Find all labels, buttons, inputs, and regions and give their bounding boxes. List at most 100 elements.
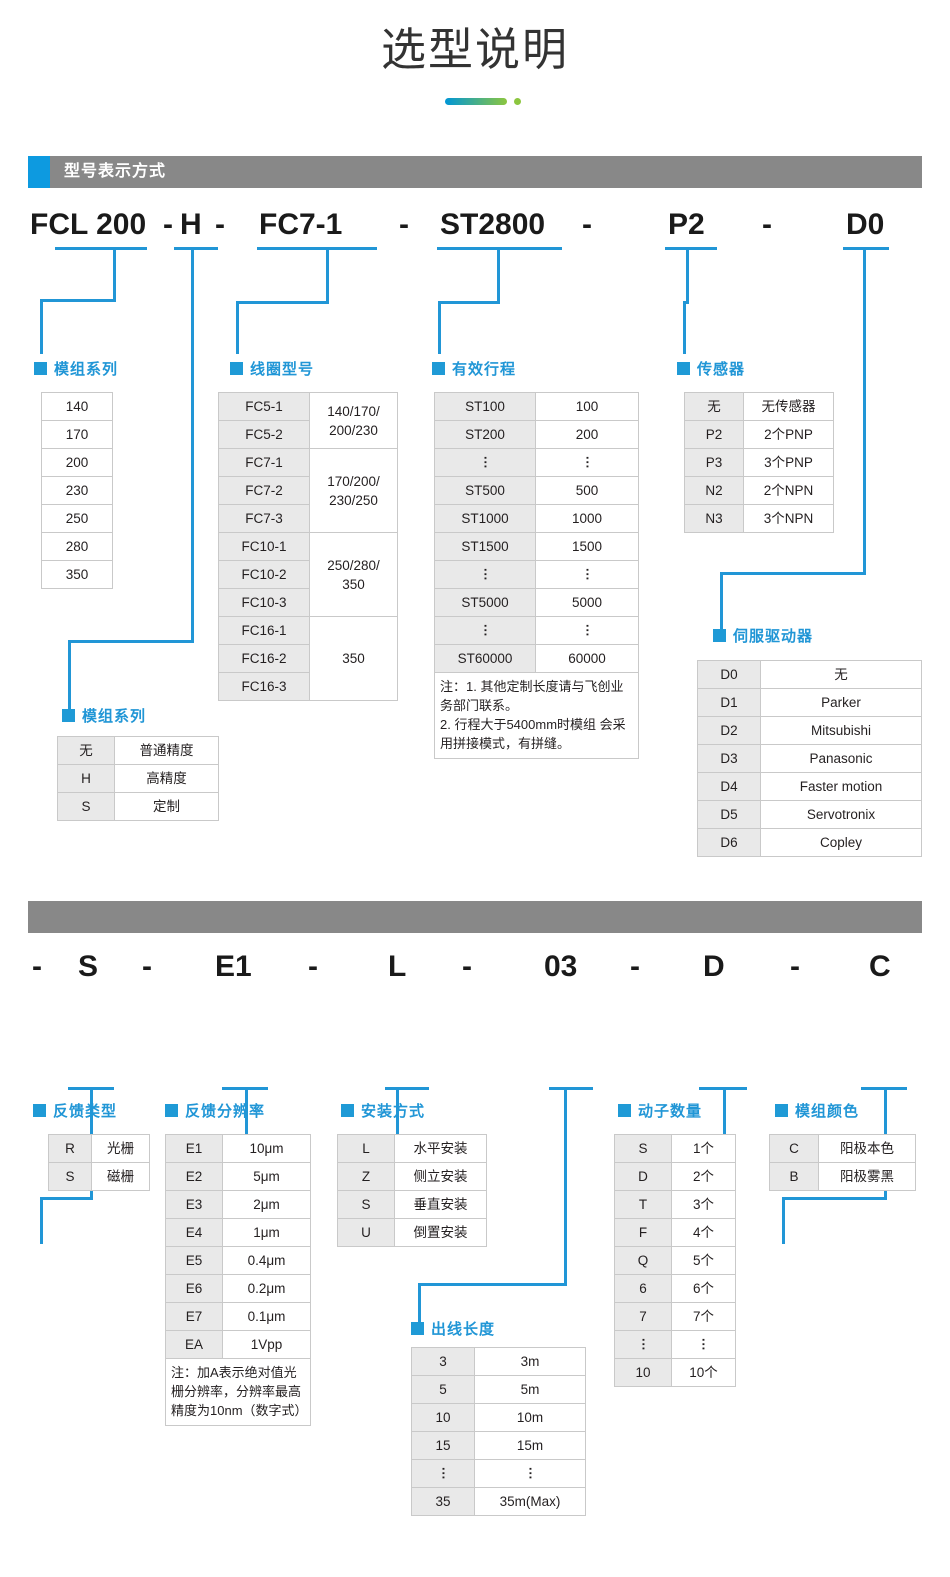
table-cell: 无 bbox=[684, 392, 744, 421]
table-cell: 5m bbox=[474, 1375, 586, 1404]
table-cell: D2 bbox=[697, 716, 761, 745]
section-1-header-bar: 型号表示方式 bbox=[28, 156, 922, 188]
table-cell: 0.4μm bbox=[222, 1246, 311, 1275]
connector-coil-model bbox=[236, 301, 329, 304]
table-cell: 7 bbox=[614, 1302, 672, 1331]
table-cell: 35 bbox=[411, 1487, 475, 1516]
code2-seg-feedback-resolution: E1 bbox=[215, 950, 252, 983]
connector-coil-model bbox=[326, 247, 329, 304]
connector-module-series bbox=[40, 299, 116, 302]
table-cell: 200 bbox=[41, 448, 113, 477]
table-cell: 垂直安装 bbox=[394, 1190, 487, 1219]
table-cell: E5 bbox=[165, 1246, 223, 1275]
table-cell: 15m bbox=[474, 1431, 586, 1460]
connector-module-series bbox=[40, 299, 43, 354]
table-cell: P2 bbox=[684, 420, 744, 449]
table-cell: N2 bbox=[684, 476, 744, 505]
table-cell: 200 bbox=[535, 420, 639, 449]
table-cell: 倒置安装 bbox=[394, 1218, 487, 1247]
table-cell: H bbox=[57, 764, 115, 793]
table-row: 无普通精度 bbox=[57, 736, 219, 765]
table-cell: 250 bbox=[41, 504, 113, 533]
table-cell: 5 bbox=[411, 1375, 475, 1404]
table-cell: ST60000 bbox=[434, 644, 536, 673]
table-cell: ST5000 bbox=[434, 588, 536, 617]
caption-module-series: 模组系列 bbox=[34, 358, 118, 379]
table-cell-ellipsis: ··· bbox=[474, 1459, 586, 1488]
table-cell: 磁栅 bbox=[91, 1162, 150, 1191]
connector-sensor bbox=[686, 247, 689, 304]
table-cell-ellipsis: ··· bbox=[535, 560, 639, 589]
code1-seg-precision: H bbox=[180, 208, 202, 241]
table-cell: FC7-2 bbox=[218, 476, 310, 505]
table-cell: 10 bbox=[411, 1403, 475, 1432]
table-cell: FC10-2 bbox=[218, 560, 310, 589]
table-cell: Faster motion bbox=[760, 772, 922, 801]
table-cell: 250/280/350 bbox=[309, 532, 398, 617]
table-cell: ST100 bbox=[434, 392, 536, 421]
table-cell: 普通精度 bbox=[114, 736, 219, 765]
table-cell: FC7-3 bbox=[218, 504, 310, 533]
caption-square-icon bbox=[341, 1104, 354, 1117]
table-row: 140 bbox=[41, 392, 113, 421]
table-cell: ST1500 bbox=[434, 532, 536, 561]
table-cell: N3 bbox=[684, 504, 744, 533]
table-cell: 1000 bbox=[535, 504, 639, 533]
table-cell: 2μm bbox=[222, 1190, 311, 1219]
table-note-row: 注：加A表示绝对值光栅分辨率，分辨率最高精度为10nm（数字式） bbox=[165, 1358, 311, 1426]
caption-square-icon bbox=[34, 362, 47, 375]
code2-seg-feedback-type: S bbox=[78, 950, 99, 983]
table-cell: FC5-2 bbox=[218, 420, 310, 449]
table-cell: 350 bbox=[41, 560, 113, 589]
table-cell: E4 bbox=[165, 1218, 223, 1247]
connector-precision bbox=[68, 640, 71, 714]
table-cell-ellipsis: ··· bbox=[434, 448, 536, 477]
table-cell: 无 bbox=[760, 660, 922, 689]
connector-servo-driver bbox=[720, 572, 723, 630]
table-cell: 光栅 bbox=[91, 1134, 150, 1163]
connector-precision bbox=[174, 247, 218, 250]
connector-module-color bbox=[782, 1197, 887, 1200]
table-cell: 5000 bbox=[535, 588, 639, 617]
table-cell: Copley bbox=[760, 828, 922, 857]
table-cell: S bbox=[57, 792, 115, 821]
table-cell: FC16-1 bbox=[218, 616, 310, 645]
table-note: 注：加A表示绝对值光栅分辨率，分辨率最高精度为10nm（数字式） bbox=[165, 1358, 311, 1426]
table-cell: E3 bbox=[165, 1190, 223, 1219]
divider-dot bbox=[514, 98, 521, 105]
caption-module-color: 模组颜色 bbox=[775, 1100, 859, 1121]
table-row: ······ bbox=[434, 448, 639, 477]
table-cell: S bbox=[337, 1190, 395, 1219]
caption-square-icon bbox=[62, 709, 75, 722]
code2-dash-1: - bbox=[142, 950, 152, 983]
table-cell: 5个 bbox=[671, 1246, 736, 1275]
table-cell: 5μm bbox=[222, 1162, 311, 1191]
connector-stroke bbox=[438, 301, 441, 354]
connector-feedback-type bbox=[40, 1197, 43, 1244]
table-cell: S bbox=[614, 1134, 672, 1163]
table-cell: 0.1μm bbox=[222, 1302, 311, 1331]
